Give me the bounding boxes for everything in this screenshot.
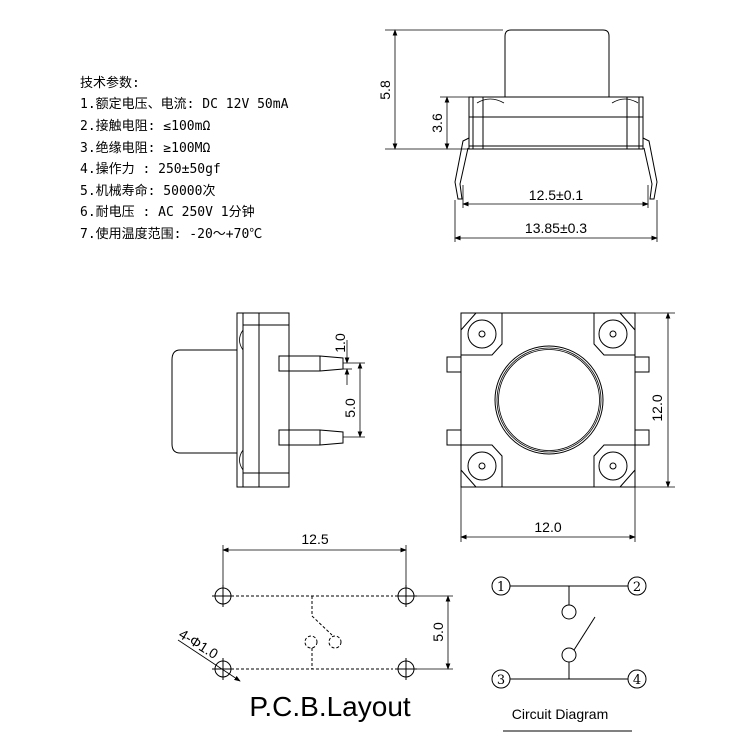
spec-item: 3.绝缘电阻: ≥100MΩ [80, 140, 210, 156]
actuator-button [494, 345, 604, 455]
circuit-diagram: 1 2 3 4 Circuit Diagram [491, 576, 647, 732]
dim-total-height: 5.8 [377, 80, 393, 100]
pin-label: 3 [497, 673, 505, 688]
dim-pcb-vertical: 5.0 [430, 622, 446, 642]
hole-note: 4-Φ1.0 [176, 626, 221, 663]
dim-pin-spacing: 5.0 [342, 398, 358, 418]
side-view: 1.0 5.0 [171, 312, 365, 488]
dim-pin-pitch: 12.5±0.1 [529, 187, 584, 203]
pcb-layout: 12.5 5.0 4-Φ1.0 P.C.B.Layout [176, 531, 453, 722]
spec-item: 5.机械寿命: 50000次 [80, 183, 215, 199]
spec-item: 7.使用温度范围: -20～+70℃ [80, 226, 262, 242]
pcb-layout-title: P.C.B.Layout [249, 691, 411, 722]
spec-item: 4.操作力 : 250±50gf [80, 161, 221, 177]
pin-label: 1 [497, 580, 505, 595]
spec-list: 技术参数: 1.额定电压、电流: DC 12V 50mA 2.接触电阻: ≤10… [80, 75, 289, 242]
dim-pin-width: 1.0 [332, 333, 348, 353]
pin-label: 2 [633, 580, 641, 595]
dim-top-height: 12.0 [649, 394, 665, 421]
pin-label: 4 [633, 673, 641, 688]
spec-title: 技术参数: [80, 75, 140, 91]
front-view: 5.8 3.6 12.5±0.1 13.85±0.3 [377, 29, 658, 242]
spec-item: 2.接触电阻: ≤100mΩ [80, 118, 210, 134]
pcb-hole [212, 585, 417, 680]
spec-item: 1.额定电压、电流: DC 12V 50mA [80, 97, 289, 112]
dim-body-height: 3.6 [429, 113, 445, 133]
dim-top-width: 12.0 [534, 519, 561, 535]
dim-pcb-horizontal: 12.5 [301, 531, 328, 547]
dim-overall-width: 13.85±0.3 [525, 220, 587, 236]
top-view: 12.0 12.0 [446, 312, 675, 542]
circuit-diagram-title: Circuit Diagram [512, 706, 608, 722]
spec-item: 6.耐电压 : AC 250V 1分钟 [80, 204, 255, 220]
